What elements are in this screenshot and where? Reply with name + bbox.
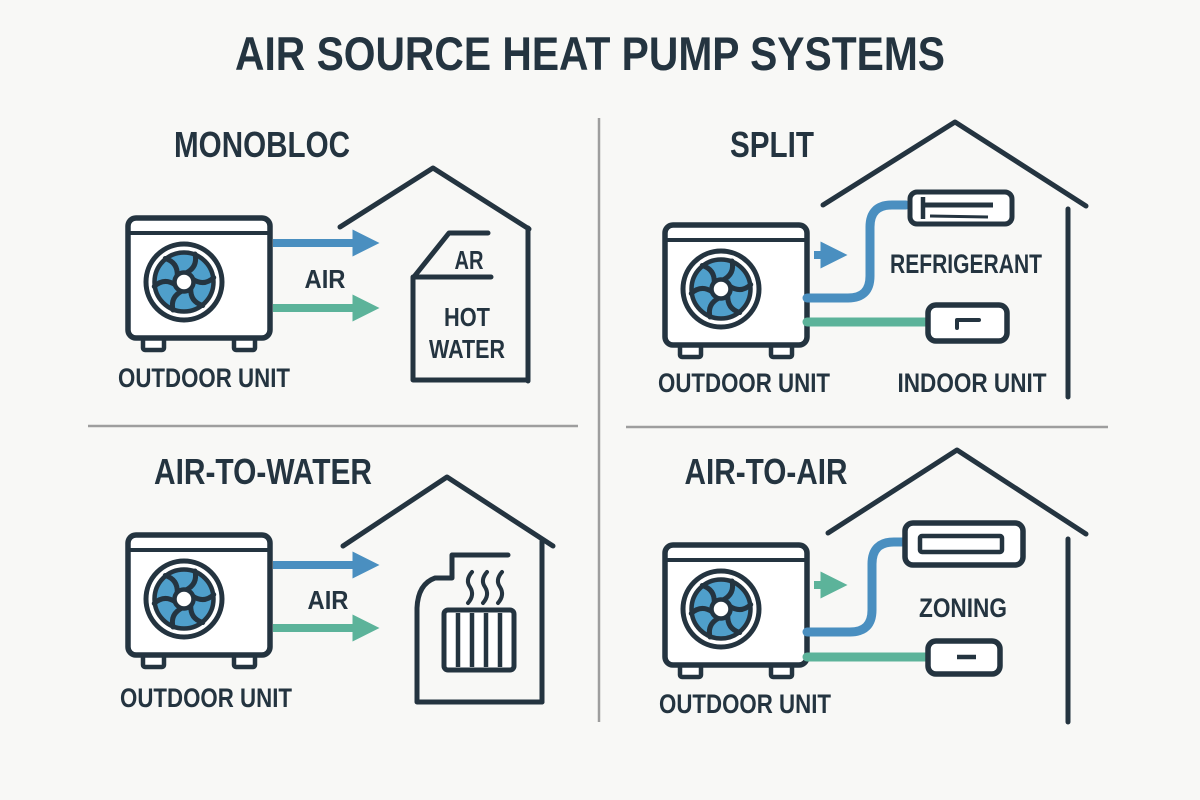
outdoor-unit: [128, 218, 270, 350]
quadrant-monobloc: MONOBLOC OUTDOOR UNIT AIR AR HOT WATER: [118, 124, 532, 393]
refrigerant-label: REFRIGERANT: [890, 249, 1042, 279]
page-title: AIR SOURCE HEAT PUMP SYSTEMS: [235, 27, 945, 80]
outdoor-unit: [665, 225, 807, 357]
house-outline: [337, 165, 532, 384]
indoor-unit-wall: [907, 189, 1015, 227]
radiator-icon: [441, 607, 517, 673]
refrigerant-pipe: [802, 200, 911, 303]
house-outline: [340, 474, 556, 705]
air-flow-label: AIR: [308, 585, 349, 615]
tank-top-label: AR: [455, 245, 484, 275]
quadrant-title-monobloc: MONOBLOC: [174, 124, 350, 165]
outdoor-unit-label: OUTDOOR UNIT: [118, 363, 290, 393]
outdoor-unit-label: OUTDOOR UNIT: [120, 683, 292, 713]
indoor-unit-console: [925, 302, 1010, 344]
house-outline: [825, 447, 1089, 725]
air-flow-label: AIR: [305, 264, 346, 294]
quadrant-air-to-water: AIR-TO-WATER OUTDOOR UNIT AIR: [120, 451, 556, 713]
tank-label-line1: HOT: [444, 302, 490, 332]
quadrant-title-split: SPLIT: [730, 124, 814, 165]
tank-label-line2: WATER: [429, 334, 505, 364]
outdoor-unit: [128, 535, 270, 667]
outdoor-unit: [665, 545, 807, 677]
heat-waves-icon: [465, 570, 505, 605]
quadrant-air-to-air: AIR-TO-AIR OUTDOOR UNIT ZONING: [659, 447, 1089, 725]
quadrant-title-air-to-air: AIR-TO-AIR: [685, 451, 848, 492]
indoor-unit-label: INDOOR UNIT: [898, 368, 1047, 398]
house-outline: [820, 119, 1089, 400]
quadrant-split: SPLIT OUTDOOR UNIT REFRIGERANT INDOOR UN…: [658, 119, 1089, 400]
quadrant-title-air-to-water: AIR-TO-WATER: [154, 451, 372, 492]
indoor-unit-wall: [902, 520, 1026, 568]
water-tank: [414, 552, 545, 705]
outdoor-unit-label: OUTDOOR UNIT: [658, 368, 830, 398]
hot-water-tank: AR HOT WATER: [410, 230, 531, 383]
refrigerant-pipe: [802, 537, 908, 637]
indoor-unit-console: [925, 638, 1003, 677]
zoning-label: ZONING: [919, 593, 1007, 623]
outdoor-unit-label: OUTDOOR UNIT: [659, 689, 831, 719]
